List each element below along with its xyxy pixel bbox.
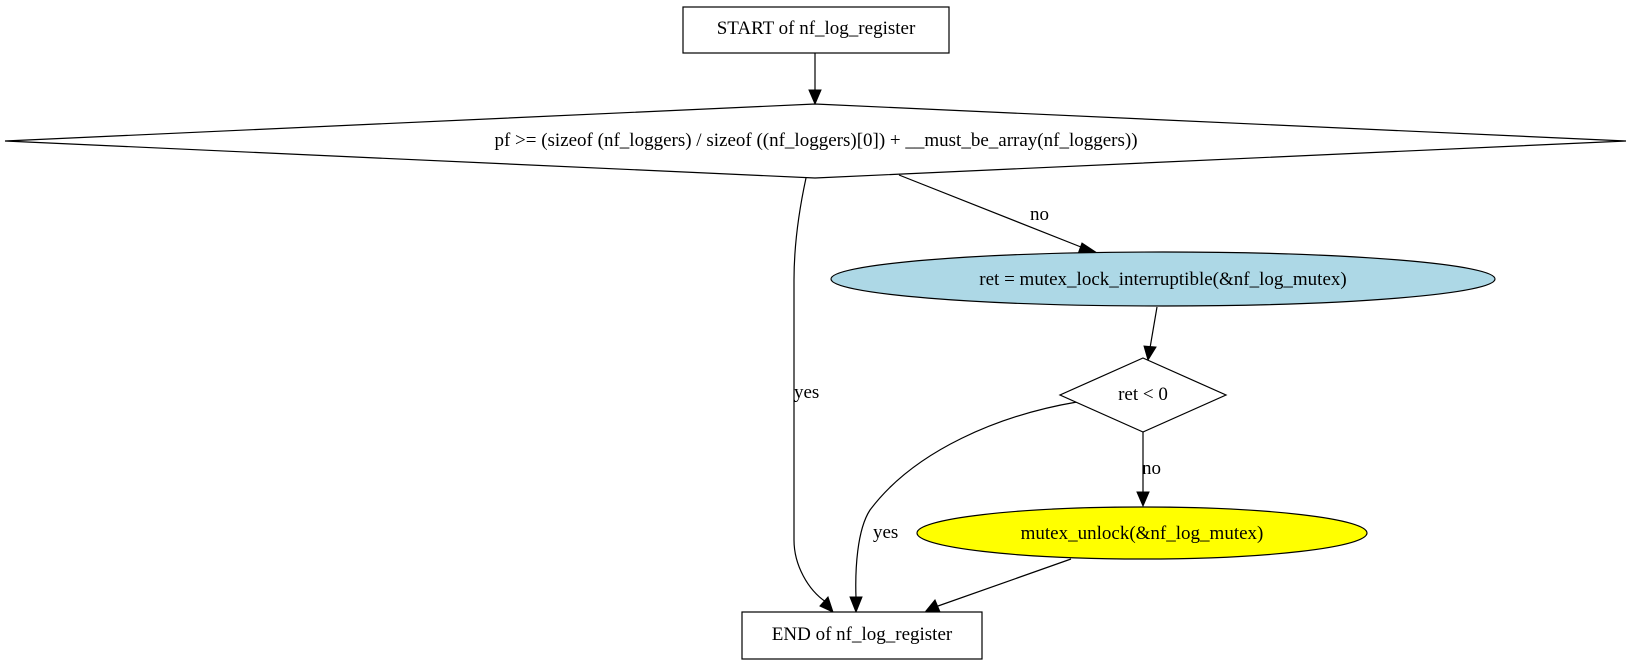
edge-condition-pf-yes bbox=[793, 177, 834, 613]
mutex-unlock-node: mutex_unlock(&nf_log_mutex) bbox=[916, 506, 1368, 560]
condition-node-pf: pf >= (sizeof (nf_loggers) / sizeof ((nf… bbox=[4, 103, 1627, 179]
edge-label-ret-yes: yes bbox=[873, 522, 898, 543]
edge-ret-check-yes bbox=[849, 401, 1078, 614]
edge-start-to-condition bbox=[808, 53, 822, 106]
edge-unlock-to-end bbox=[925, 558, 1072, 613]
edge-label-pf-no: no bbox=[1030, 204, 1049, 225]
edge-lock-to-ret-check bbox=[1143, 306, 1158, 362]
mutex-lock-node: ret = mutex_lock_interruptible(&nf_log_m… bbox=[830, 251, 1496, 307]
edge-condition-pf-no bbox=[898, 174, 1099, 255]
edge-label-ret-no: no bbox=[1142, 458, 1161, 479]
start-node-label: START of nf_log_register bbox=[717, 18, 916, 39]
end-node-label: END of nf_log_register bbox=[772, 624, 953, 645]
condition-node-ret: ret < 0 bbox=[1058, 357, 1228, 433]
end-node: END of nf_log_register bbox=[741, 611, 983, 660]
edge-ret-check-no bbox=[1136, 432, 1150, 508]
mutex-lock-node-label: ret = mutex_lock_interruptible(&nf_log_m… bbox=[979, 269, 1346, 290]
condition-node-pf-label: pf >= (sizeof (nf_loggers) / sizeof ((nf… bbox=[494, 130, 1137, 151]
edge-label-pf-yes: yes bbox=[794, 382, 819, 403]
mutex-unlock-node-label: mutex_unlock(&nf_log_mutex) bbox=[1021, 523, 1264, 544]
start-node: START of nf_log_register bbox=[682, 6, 950, 54]
condition-node-ret-label: ret < 0 bbox=[1118, 384, 1168, 405]
